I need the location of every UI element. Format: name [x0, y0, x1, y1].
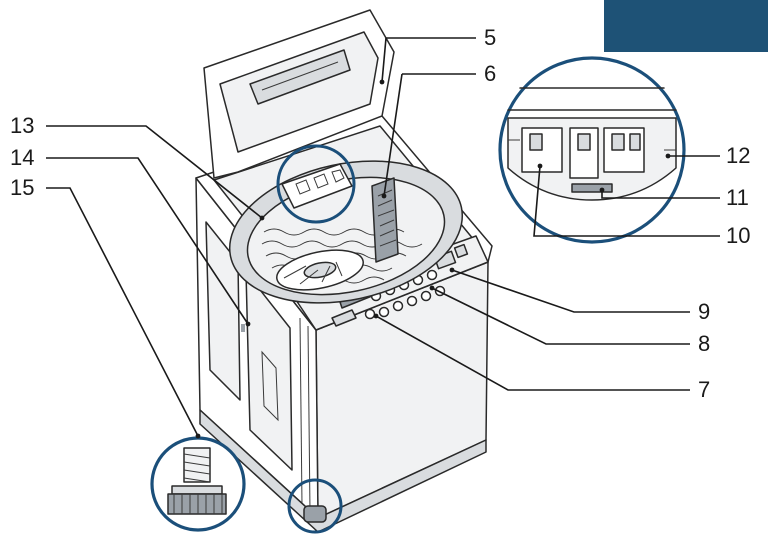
- callout-labels: 5 6 7 8 9 10 11 12 13 14 15: [10, 25, 750, 402]
- callout-5: 5: [484, 25, 496, 50]
- washer-body: [195, 9, 493, 533]
- callout-9: 9: [698, 299, 710, 324]
- callout-12: 12: [726, 143, 750, 168]
- callout-14: 14: [10, 145, 34, 170]
- panel-logo: [331, 309, 357, 327]
- zoom-detail-dispenser: [498, 56, 686, 244]
- side-panel-recess-2: [245, 271, 293, 471]
- zoom-detail-hose-fitting: [150, 436, 246, 532]
- callout-13: 13: [10, 113, 34, 138]
- adjustable-foot: [303, 505, 327, 523]
- callout-15: 15: [10, 175, 34, 200]
- lid-handle: [249, 49, 351, 105]
- zoom-marker-dispenser: [276, 144, 356, 224]
- leader-lines: [46, 37, 720, 439]
- callout-7: 7: [698, 377, 710, 402]
- side-panel-recess-1: [205, 221, 241, 401]
- callout-6: 6: [484, 61, 496, 86]
- zoom-marker-foot: [287, 478, 343, 534]
- callout-10: 10: [726, 223, 750, 248]
- callout-11: 11: [726, 185, 749, 210]
- dispenser-compartments: [521, 127, 645, 193]
- callout-8: 8: [698, 331, 710, 356]
- corner-accent-tab: [604, 0, 768, 52]
